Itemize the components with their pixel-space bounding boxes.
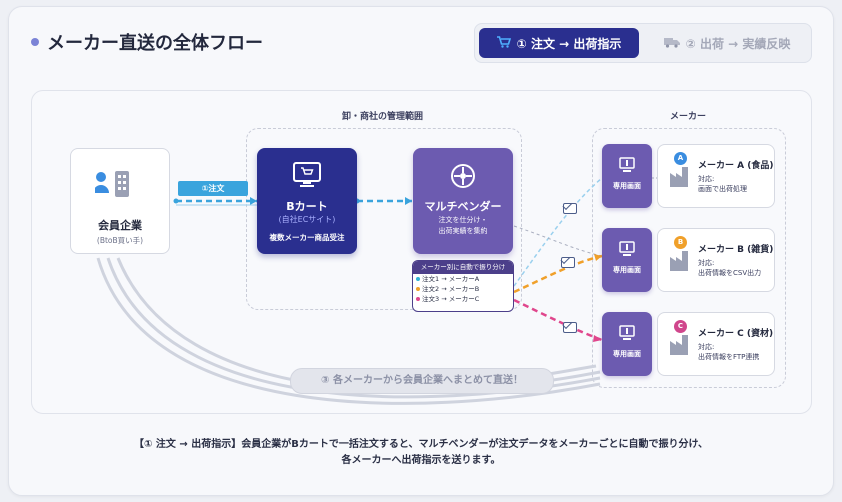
person-building-icon (93, 171, 147, 203)
bcart-name: Bカート (286, 200, 328, 213)
routing-row: 注文2 → メーカーB (413, 284, 513, 294)
routing-row-text: 注文2 → メーカーB (422, 285, 480, 293)
factory-icon (668, 165, 694, 191)
multivendor-name: マルチベンダー (424, 200, 502, 213)
tab-shipping-to-results[interactable]: ② 出荷 → 実績反映 (647, 28, 807, 58)
routing-title: メーカー別に自動で振り分け (413, 261, 513, 274)
multivendor-desc: 注文を仕分け・ 出荷実績を集約 (413, 215, 513, 237)
tab-label: ② 出荷 → 実績反映 (685, 36, 791, 51)
maker-support-label: 対応: (698, 175, 715, 183)
routing-row-text: 注文1 → メーカーA (422, 275, 480, 283)
monitor-icon (619, 325, 635, 345)
maker-b-screen[interactable]: 専用画面 (602, 228, 652, 292)
truck-icon (663, 36, 680, 51)
routing-dot (416, 297, 420, 301)
maker-name: メーカー C (資材) (698, 329, 774, 339)
routing-dot (416, 287, 420, 291)
wholesale-zone (246, 128, 522, 310)
maker-a-screen[interactable]: 専用画面 (602, 144, 652, 208)
maker-c-card[interactable]: C メーカー C (資材) 対応: 出荷情報をFTP連携 (657, 312, 775, 376)
member-sub: (BtoB買い手) (96, 236, 144, 245)
mail-icon (563, 322, 577, 333)
maker-badge: C (674, 320, 687, 333)
maker-support: 画面で出荷処理 (698, 185, 747, 193)
title-bullet (31, 38, 39, 46)
monitor-icon (619, 241, 635, 261)
caption-line: 【① 注文 → 出荷指示】会員企業がBカートで一括注文すると、マルチベンダーが注… (133, 439, 708, 450)
multivendor-desc-line: 出荷実績を集約 (438, 227, 488, 235)
routing-box: メーカー別に自動で振り分け 注文1 → メーカーA 注文2 → メーカーB 注文… (412, 260, 514, 312)
wholesale-zone-label: 卸・商社の管理範囲 (342, 112, 424, 122)
screen-label: 専用画面 (613, 266, 641, 274)
flow-tabs: ① 注文 → 出荷指示 ② 出荷 → 実績反映 (474, 23, 812, 63)
factory-icon (668, 249, 694, 275)
cart-icon (496, 35, 511, 51)
direct-shipping-label: ③ 各メーカーから会員企業へまとめて直送！ (290, 368, 554, 394)
routing-row: 注文3 → メーカーC (413, 294, 513, 304)
flow-caption: 【① 注文 → 出荷指示】会員企業がBカートで一括注文すると、マルチベンダーが注… (40, 437, 802, 469)
screen-label: 専用画面 (613, 182, 641, 190)
hub-icon (449, 162, 477, 194)
maker-support: 出荷情報をCSV出力 (698, 269, 762, 277)
multivendor-desc-line: 注文を仕分け・ (438, 216, 488, 224)
maker-zone-label: メーカー (670, 112, 707, 122)
bcart-desc: 複数メーカー商品受注 (269, 233, 345, 242)
member-company-node[interactable]: 会員企業 (BtoB買い手) (70, 148, 170, 254)
maker-support-label: 対応: (698, 259, 715, 267)
maker-badge: B (674, 236, 687, 249)
screen-label: 専用画面 (613, 350, 641, 358)
bcart-sub: (自社ECサイト) (278, 215, 336, 224)
page-title: メーカー直送の全体フロー (47, 33, 263, 54)
caption-line: 各メーカーへ出荷指示を送ります。 (341, 455, 501, 466)
maker-support-label: 対応: (698, 343, 715, 351)
tab-order-to-shipping[interactable]: ① 注文 → 出荷指示 (479, 28, 639, 58)
routing-row-text: 注文3 → メーカーC (422, 295, 480, 303)
routing-row: 注文1 → メーカーA (413, 274, 513, 284)
mail-icon (561, 257, 575, 268)
bcart-node[interactable]: Bカート (自社ECサイト) 複数メーカー商品受注 (257, 148, 357, 254)
maker-support: 出荷情報をFTP連携 (698, 353, 760, 361)
factory-icon (668, 333, 694, 359)
member-name: 会員企業 (98, 219, 142, 232)
maker-c-screen[interactable]: 専用画面 (602, 312, 652, 376)
maker-a-card[interactable]: A メーカー A (食品) 対応: 画面で出荷処理 (657, 144, 775, 208)
mail-icon (563, 203, 577, 214)
maker-name: メーカー B (雑貨) (698, 245, 774, 255)
routing-dot (416, 277, 420, 281)
monitor-icon (619, 157, 635, 177)
multivendor-node[interactable]: マルチベンダー 注文を仕分け・ 出荷実績を集約 (413, 148, 513, 254)
maker-badge: A (674, 152, 687, 165)
monitor-cart-icon (293, 162, 321, 192)
maker-name: メーカー A (食品) (698, 161, 774, 171)
maker-b-card[interactable]: B メーカー B (雑貨) 対応: 出荷情報をCSV出力 (657, 228, 775, 292)
order-label: ①注文 (178, 181, 248, 196)
tab-label: ① 注文 → 出荷指示 (516, 36, 622, 51)
